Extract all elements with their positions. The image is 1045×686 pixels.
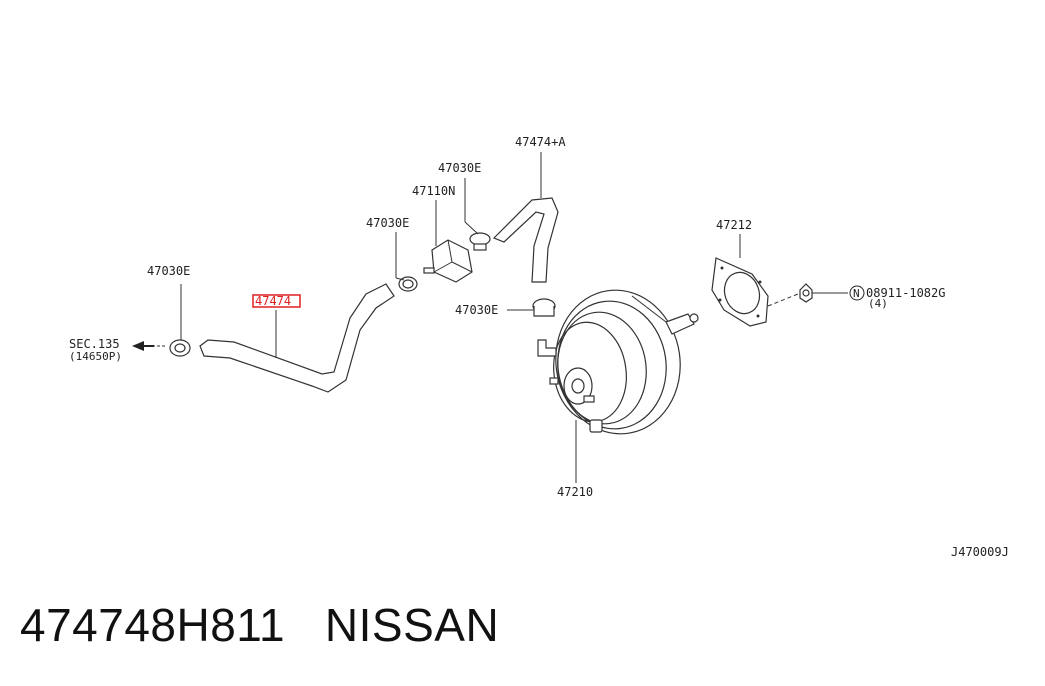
label-47030e-left[interactable]: 47030E xyxy=(147,264,190,278)
label-47030e-top[interactable]: 47030E xyxy=(438,161,481,175)
hose-clamp-left[interactable] xyxy=(169,339,191,357)
hose-clamp-middle[interactable] xyxy=(398,276,418,292)
label-nut-qty: (4) xyxy=(868,297,888,310)
vacuum-check-valve[interactable] xyxy=(423,239,473,283)
label-47210[interactable]: 47210 xyxy=(557,485,593,499)
brake-booster[interactable] xyxy=(537,282,699,442)
nut-symbol: N xyxy=(853,287,860,300)
part-number: 474748H811 xyxy=(20,599,286,651)
label-47474[interactable]: 47474 xyxy=(255,294,291,308)
highlight-box xyxy=(252,294,301,308)
label-sec-135[interactable]: SEC.135 xyxy=(69,337,120,351)
hose-clamp-upper[interactable] xyxy=(469,232,491,251)
flange-nut[interactable] xyxy=(767,283,813,307)
vacuum-hose-main[interactable] xyxy=(199,283,395,393)
nut-symbol-circle xyxy=(849,285,865,301)
booster-gasket[interactable] xyxy=(711,257,769,327)
label-47030e-mid[interactable]: 47030E xyxy=(366,216,409,230)
label-47110n[interactable]: 47110N xyxy=(412,184,455,198)
brand-name: NISSAN xyxy=(324,599,500,651)
label-sec-ref: (14650P) xyxy=(69,350,122,363)
label-08911-1082g[interactable]: 08911-1082G xyxy=(866,286,945,300)
direction-arrow-icon xyxy=(132,341,166,351)
part-caption: 474748H811 NISSAN xyxy=(20,598,499,652)
label-47212[interactable]: 47212 xyxy=(716,218,752,232)
label-47030e-booster[interactable]: 47030E xyxy=(455,303,498,317)
vacuum-hose-upper[interactable] xyxy=(492,197,559,283)
drawing-code: J470009J xyxy=(951,545,1009,559)
hose-clamp-booster[interactable] xyxy=(532,298,556,317)
label-47474-a[interactable]: 47474+A xyxy=(515,135,566,149)
